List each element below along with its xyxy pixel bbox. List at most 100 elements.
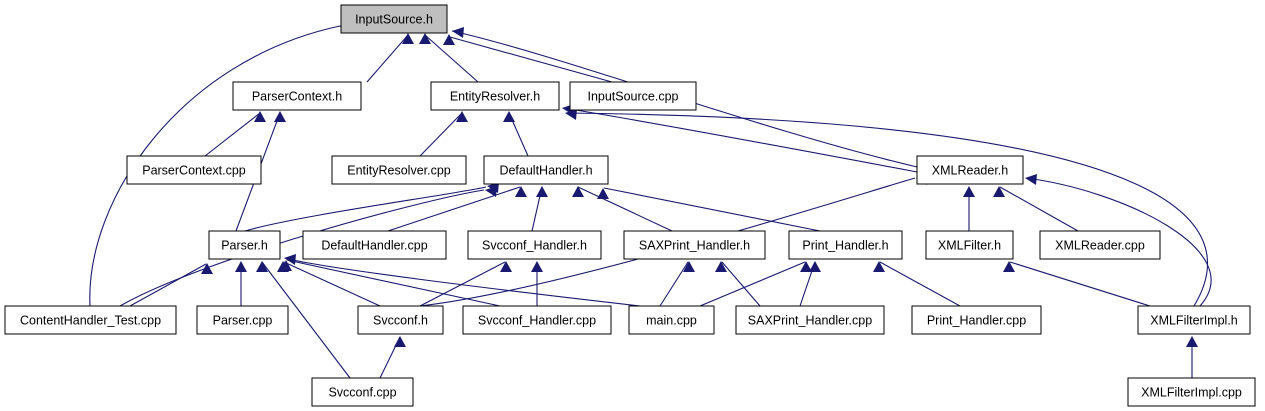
- node-label: XMLFilterImpl.h: [1150, 313, 1238, 327]
- graph-node-defaulthandler-cpp[interactable]: DefaultHandler.cpp: [302, 230, 447, 260]
- node-label: DefaultHandler.cpp: [321, 238, 427, 252]
- node-label: Print_Handler.h: [802, 238, 888, 252]
- dependency-edge: [204, 111, 266, 157]
- edge-arrowhead: [536, 186, 548, 197]
- node-box[interactable]: [925, 230, 1014, 260]
- node-box[interactable]: [196, 305, 289, 335]
- node-box[interactable]: [126, 155, 262, 185]
- node-box[interactable]: [569, 81, 697, 111]
- node-box[interactable]: [208, 230, 281, 260]
- node-box[interactable]: [1039, 230, 1161, 260]
- graph-node-parsercontext-cpp[interactable]: ParserContext.cpp: [126, 155, 262, 185]
- dependency-edge: [256, 261, 351, 379]
- node-box[interactable]: [628, 305, 715, 335]
- dependency-edge: [419, 261, 512, 307]
- node-box[interactable]: [1127, 377, 1256, 407]
- node-label: XMLReader.cpp: [1055, 238, 1145, 252]
- node-box[interactable]: [4, 305, 177, 335]
- graph-node-xmlreader-h[interactable]: XMLReader.h: [916, 155, 1024, 185]
- edge-arrowhead: [993, 186, 1005, 197]
- node-label: InputSource.cpp: [587, 89, 678, 103]
- graph-node-print-handler-h[interactable]: Print_Handler.h: [788, 230, 903, 260]
- node-label: Svcconf_Handler.h: [482, 238, 587, 252]
- graph-node-saxprint-handler-h[interactable]: SAXPrint_Handler.h: [623, 230, 766, 260]
- edge-arrowhead: [873, 261, 885, 272]
- graph-node-inputsource-cpp[interactable]: InputSource.cpp: [569, 81, 697, 111]
- graph-node-parser-h[interactable]: Parser.h: [208, 230, 281, 260]
- edge-arrowhead: [394, 336, 406, 347]
- node-label: SAXPrint_Handler.h: [639, 238, 750, 252]
- graph-node-entityresolver-cpp[interactable]: EntityResolver.cpp: [331, 155, 467, 185]
- dependency-edge: [443, 34, 613, 83]
- node-label: Svcconf_Handler.cpp: [478, 313, 596, 327]
- edge-arrowhead: [456, 111, 468, 122]
- dependency-edge: [379, 336, 406, 379]
- graph-node-xmlreader-cpp[interactable]: XMLReader.cpp: [1039, 230, 1161, 260]
- edge-arrowhead: [235, 261, 247, 272]
- node-label: Svcconf.h: [373, 313, 428, 327]
- graph-node-svcconf-h[interactable]: Svcconf.h: [357, 305, 444, 335]
- graph-node-inputsource-h[interactable]: InputSource.h: [340, 4, 448, 34]
- node-box[interactable]: [623, 230, 766, 260]
- edge-line: [659, 261, 689, 307]
- node-box[interactable]: [462, 305, 612, 335]
- node-box-root[interactable]: [340, 4, 448, 34]
- node-box[interactable]: [735, 305, 885, 335]
- edge-arrowhead: [256, 261, 268, 272]
- edge-arrowhead: [280, 260, 292, 271]
- node-box[interactable]: [232, 81, 362, 111]
- dependency-edge: [419, 111, 468, 157]
- node-box[interactable]: [357, 305, 444, 335]
- dependency-edge: [799, 261, 821, 307]
- dependency-edge: [659, 261, 695, 307]
- node-box[interactable]: [911, 305, 1042, 335]
- node-box[interactable]: [916, 155, 1024, 185]
- node-label: ContentHandler_Test.cpp: [20, 313, 161, 327]
- node-box[interactable]: [467, 230, 602, 260]
- edge-arrowhead: [1186, 336, 1198, 347]
- dependency-edge: [873, 261, 961, 307]
- graph-node-svcconf-cpp[interactable]: Svcconf.cpp: [311, 377, 414, 407]
- edge-arrowhead: [500, 261, 512, 272]
- graph-node-defaulthandler-h[interactable]: DefaultHandler.h: [483, 155, 609, 185]
- graph-node-xmlfilter-h[interactable]: XMLFilter.h: [925, 230, 1014, 260]
- node-box[interactable]: [788, 230, 903, 260]
- graph-node-parser-cpp[interactable]: Parser.cpp: [196, 305, 289, 335]
- graph-node-xmlfilterimpl-cpp[interactable]: XMLFilterImpl.cpp: [1127, 377, 1256, 407]
- graph-node-print-handler-cpp[interactable]: Print_Handler.cpp: [911, 305, 1042, 335]
- edge-arrowhead: [531, 261, 543, 272]
- graph-node-entityresolver-h[interactable]: EntityResolver.h: [430, 81, 560, 111]
- edge-line: [999, 186, 1079, 232]
- graph-node-parsercontext-h[interactable]: ParserContext.h: [232, 81, 362, 111]
- node-label: ParserContext.h: [252, 89, 342, 103]
- edge-line: [424, 34, 479, 83]
- dependency-edge: [531, 261, 543, 306]
- edge-line: [721, 261, 761, 307]
- node-box[interactable]: [302, 230, 447, 260]
- node-box[interactable]: [331, 155, 467, 185]
- graph-node-main-cpp[interactable]: main.cpp: [628, 305, 715, 335]
- edge-arrowhead: [800, 261, 812, 272]
- graph-node-svcconf-handler-h[interactable]: Svcconf_Handler.h: [467, 230, 602, 260]
- node-box[interactable]: [483, 155, 609, 185]
- node-label: XMLFilterImpl.cpp: [1141, 385, 1242, 399]
- node-box[interactable]: [1137, 305, 1251, 335]
- edge-arrowhead: [683, 261, 695, 272]
- graph-node-svcconf-handler-cpp[interactable]: Svcconf_Handler.cpp: [462, 305, 612, 335]
- node-label: SAXPrint_Handler.cpp: [748, 313, 872, 327]
- dependency-edge: [503, 111, 529, 157]
- edge-line: [419, 261, 506, 307]
- edge-line: [1009, 261, 1151, 307]
- edge-line: [1025, 177, 1212, 307]
- graph-node-xmlfilterimpl-h[interactable]: XMLFilterImpl.h: [1137, 305, 1251, 335]
- edge-arrowhead: [572, 186, 584, 197]
- graph-node-saxprint-handler-cpp[interactable]: SAXPrint_Handler.cpp: [735, 305, 885, 335]
- edge-arrowhead: [1003, 261, 1015, 272]
- edge-line: [284, 257, 641, 307]
- node-box[interactable]: [311, 377, 414, 407]
- node-box[interactable]: [430, 81, 560, 111]
- dependency-edge: [129, 263, 213, 307]
- edge-arrowhead: [284, 254, 296, 265]
- graph-node-contenthandler-test-cpp[interactable]: ContentHandler_Test.cpp: [4, 305, 177, 335]
